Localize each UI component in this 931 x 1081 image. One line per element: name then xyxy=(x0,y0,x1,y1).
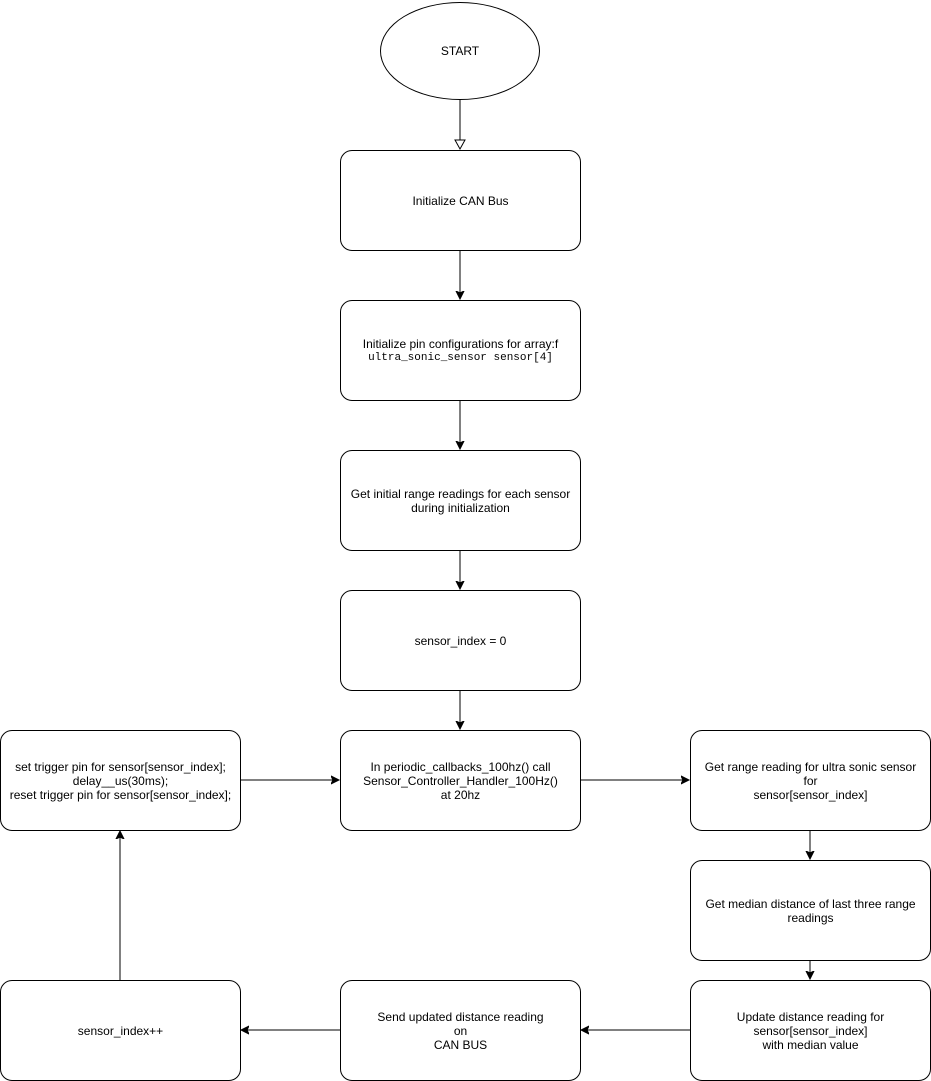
sensor-index-reset-step: sensor_index = 0 xyxy=(340,590,581,691)
trigger-line-3: reset trigger pin for sensor[sensor_inde… xyxy=(9,787,232,802)
init-can-bus-step: Initialize CAN Bus xyxy=(340,150,581,251)
get-range-line-2: for xyxy=(803,773,818,788)
trigger-pin-step: set trigger pin for sensor[sensor_index]… xyxy=(0,730,241,831)
start-label: START xyxy=(440,44,480,58)
trigger-line-2: delay__us(30ms); xyxy=(72,773,169,788)
median-distance-step: Get median distance of last three range … xyxy=(690,860,931,961)
periodic-line-3: at 20hz xyxy=(440,787,481,802)
init-pins-line-1: Initialize pin configurations for array:… xyxy=(362,336,559,351)
init-readings-line-2: during initialization xyxy=(411,500,510,515)
start-node: START xyxy=(380,2,540,100)
initial-readings-step: Get initial range readings for each sens… xyxy=(340,450,581,551)
update-line-2: sensor[sensor_index] xyxy=(753,1023,868,1038)
get-range-line-1: Get range reading for ultra sonic sensor xyxy=(704,759,917,774)
init-pins-code-line: ultra_sonic_sensor sensor[4] xyxy=(368,351,553,364)
update-line-1: Update distance reading for xyxy=(736,1009,885,1024)
periodic-callback-step: In periodic_callbacks_100hz() call Senso… xyxy=(340,730,581,831)
update-distance-step: Update distance reading for sensor[senso… xyxy=(690,980,931,1081)
init-pin-config-step: Initialize pin configurations for array:… xyxy=(340,300,581,401)
trigger-line-1: set trigger pin for sensor[sensor_index]… xyxy=(15,759,226,774)
init-can-line-1: Initialize CAN Bus xyxy=(412,193,509,208)
median-line-1: Get median distance of last three range xyxy=(705,896,916,911)
init-readings-line-1: Get initial range readings for each sens… xyxy=(350,486,571,501)
increment-line-1: sensor_index++ xyxy=(77,1023,164,1038)
median-line-2: readings xyxy=(787,910,834,925)
update-line-3: with median value xyxy=(762,1037,859,1052)
send-line-1: Send updated distance reading xyxy=(377,1009,544,1024)
sensor-index-increment-step: sensor_index++ xyxy=(0,980,241,1081)
periodic-line-2: Sensor_Controller_Handler_100Hz() xyxy=(363,773,558,788)
send-can-step: Send updated distance reading on CAN BUS xyxy=(340,980,581,1081)
get-range-line-3: sensor[sensor_index] xyxy=(753,787,868,802)
periodic-line-1: In periodic_callbacks_100hz() call xyxy=(370,759,551,774)
send-line-3: CAN BUS xyxy=(433,1037,488,1052)
send-line-2: on xyxy=(453,1023,468,1038)
get-range-reading-step: Get range reading for ultra sonic sensor… xyxy=(690,730,931,831)
sensor-index-zero-line-1: sensor_index = 0 xyxy=(414,633,507,648)
